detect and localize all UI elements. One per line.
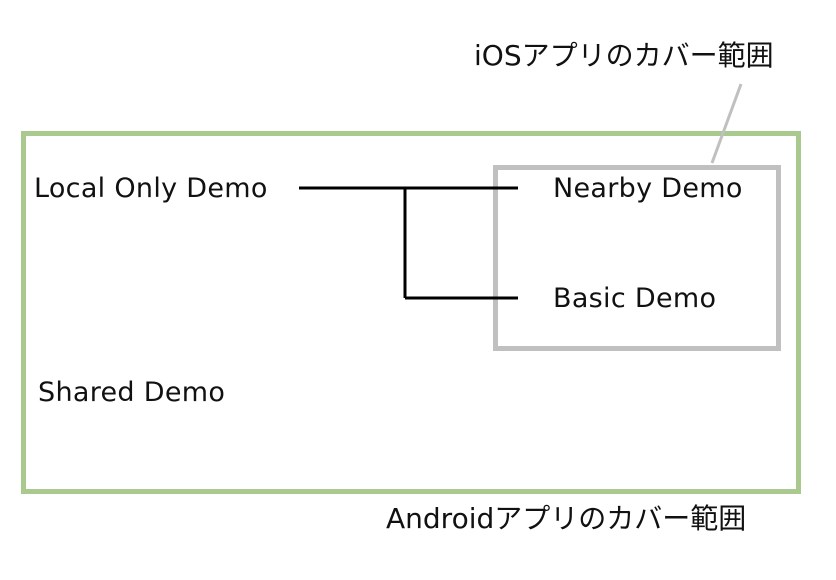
local-only-demo-label: Local Only Demo xyxy=(34,173,268,204)
nearby-demo-label: Nearby Demo xyxy=(553,173,743,204)
ios-coverage-caption: iOSアプリのカバー範囲 xyxy=(474,39,774,72)
ios-coverage-box xyxy=(493,165,781,351)
basic-demo-label: Basic Demo xyxy=(553,283,717,314)
android-coverage-box xyxy=(21,131,801,494)
android-coverage-caption: Androidアプリのカバー範囲 xyxy=(386,502,747,535)
ios-caption-pointer xyxy=(710,83,743,164)
shared-demo-label: Shared Demo xyxy=(38,377,226,408)
